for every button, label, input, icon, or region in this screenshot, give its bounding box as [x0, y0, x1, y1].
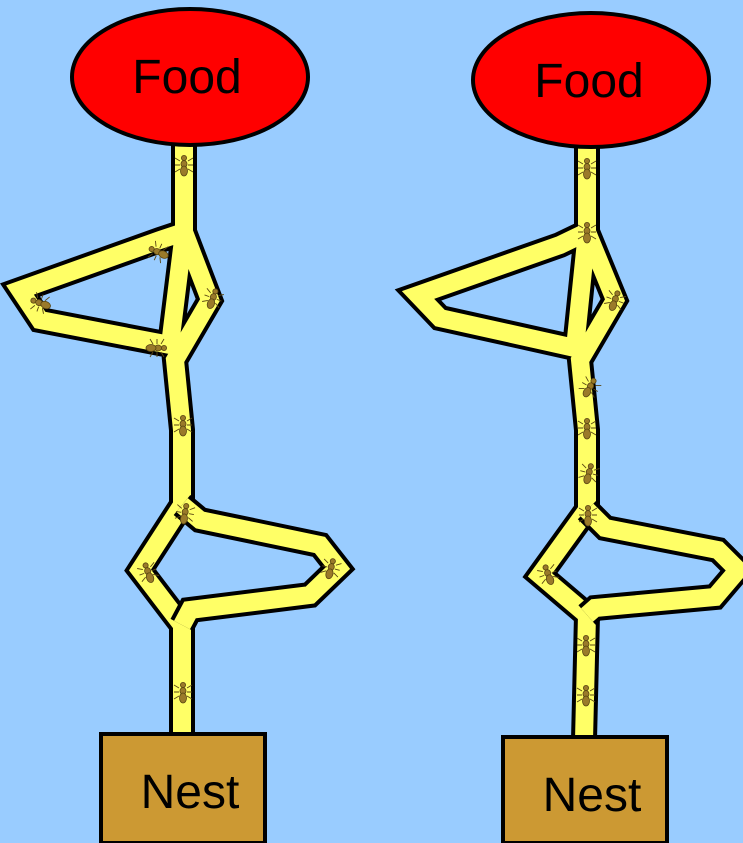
left-food: Food [72, 9, 308, 145]
left-nest: Nest [101, 734, 265, 843]
nest-label: Nest [141, 766, 240, 819]
left-panel: Food Nest [20, 9, 342, 843]
left-trail [20, 140, 338, 740]
right-food: Food [473, 13, 709, 147]
right-nest: Nest [503, 737, 667, 843]
food-label: Food [534, 55, 643, 108]
right-panel: Food Nest [418, 13, 738, 843]
nest-label: Nest [543, 769, 642, 822]
food-label: Food [132, 51, 241, 104]
right-trail [418, 143, 738, 740]
